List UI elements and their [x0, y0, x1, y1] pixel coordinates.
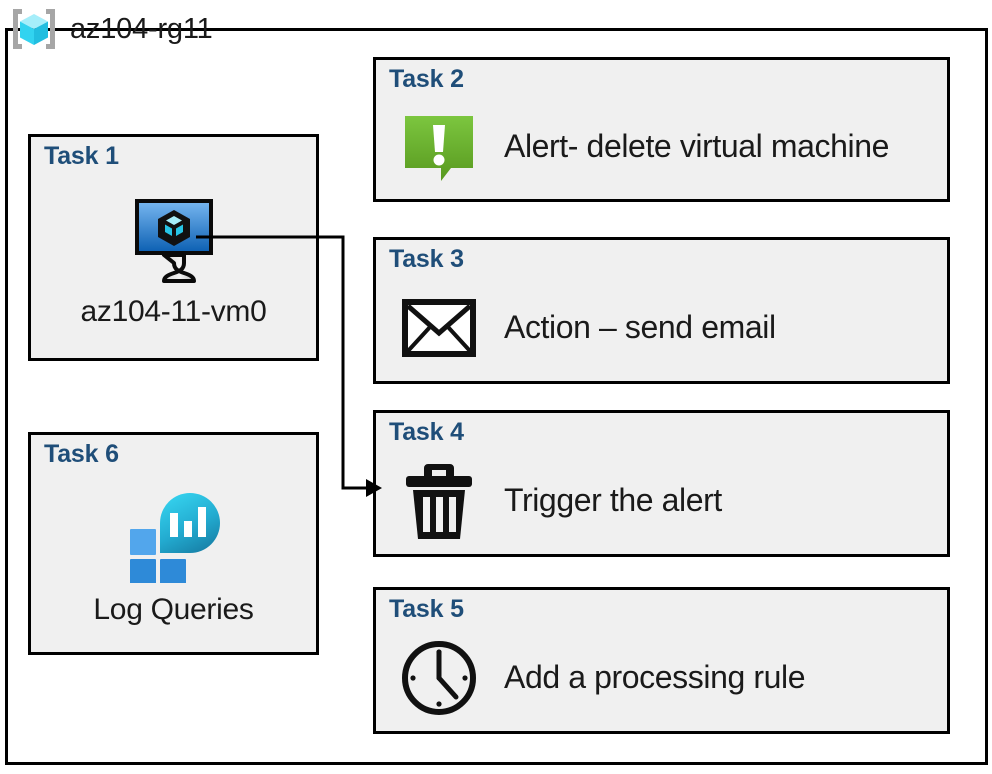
trash-icon: [400, 462, 478, 540]
card-task-5[interactable]: Task 5 Add a processing rule: [373, 587, 950, 734]
card-task-6-title: Task 6: [44, 440, 119, 468]
clock-icon: [400, 639, 478, 717]
log-analytics-icon: [31, 491, 316, 583]
card-task-2-title: Task 2: [389, 65, 464, 93]
card-task-3-label: Action – send email: [504, 309, 776, 345]
card-task-1[interactable]: Task 1: [28, 134, 319, 361]
card-task-1-title: Task 1: [44, 142, 119, 170]
card-task-2-label: Alert- delete virtual machine: [504, 128, 890, 164]
card-task-3-title: Task 3: [389, 245, 464, 273]
alert-bubble-icon: [400, 108, 478, 186]
card-task-5-title: Task 5: [389, 595, 464, 623]
resource-group-name: az104-rg11: [70, 12, 213, 45]
card-task-4[interactable]: Task 4 Trigger the alert: [373, 410, 950, 557]
virtual-machine-icon: [31, 193, 316, 285]
card-task-1-caption: az104-11-vm0: [80, 295, 267, 328]
card-task-6-caption: Log Queries: [93, 593, 254, 626]
card-task-4-title: Task 4: [389, 418, 464, 446]
card-task-3[interactable]: Task 3 Action – send email: [373, 237, 950, 384]
card-task-5-label: Add a processing rule: [504, 659, 806, 695]
envelope-icon: [400, 289, 478, 367]
resource-group-header-mask: [16, 45, 288, 75]
card-task-6[interactable]: Task 6 Log Queries: [28, 432, 319, 655]
card-task-2[interactable]: Task 2 Alert- delete virtual machine: [373, 57, 950, 202]
resource-group-header: az104-rg11: [8, 4, 213, 54]
resource-group-icon: [8, 6, 60, 52]
card-task-4-label: Trigger the alert: [504, 482, 722, 518]
